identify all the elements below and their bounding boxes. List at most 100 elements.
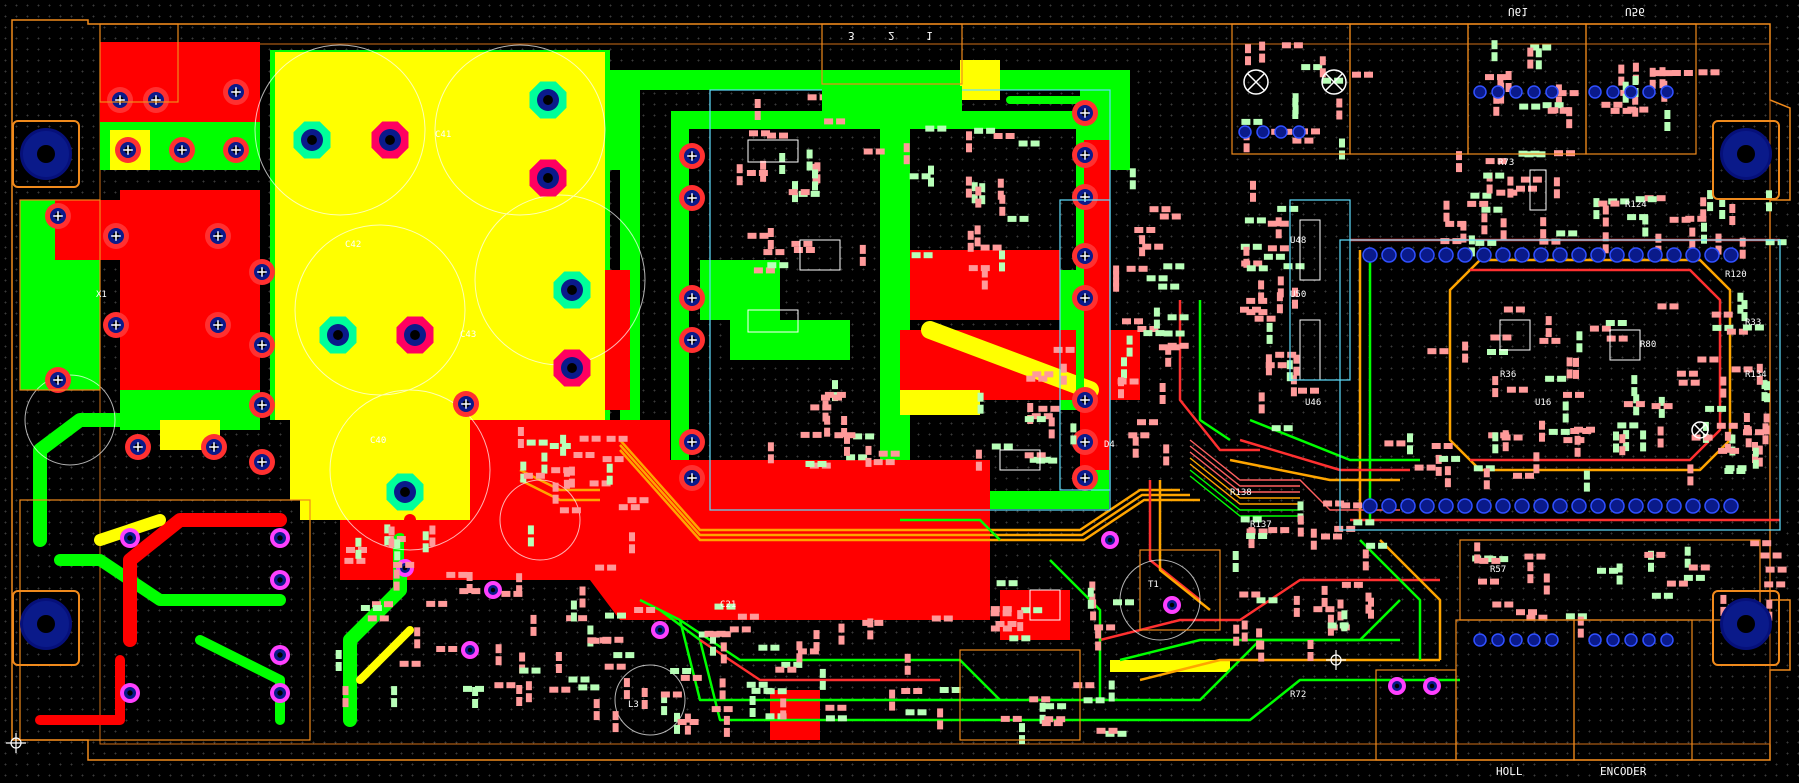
crossed-circle-icon[interactable] <box>1691 421 1709 439</box>
connector-pin[interactable] <box>1642 633 1656 647</box>
tht-pad[interactable] <box>103 312 129 338</box>
tht-pad[interactable] <box>461 641 479 659</box>
connector-pin[interactable] <box>1660 633 1674 647</box>
header-pin[interactable] <box>1552 498 1568 514</box>
tht-pad[interactable] <box>651 621 669 639</box>
mounting-hole-icon[interactable] <box>1720 598 1772 650</box>
connector-pin[interactable] <box>1509 633 1523 647</box>
header-pin[interactable] <box>1457 247 1473 263</box>
header-pin[interactable] <box>1666 247 1682 263</box>
tht-pad[interactable] <box>1388 677 1406 695</box>
header-pin[interactable] <box>1495 498 1511 514</box>
tht-pad[interactable] <box>249 332 275 358</box>
tht-pad[interactable] <box>679 465 705 491</box>
crossed-circle-icon[interactable] <box>1321 69 1347 95</box>
tht-pad[interactable] <box>1072 285 1098 311</box>
tht-pad[interactable] <box>120 683 140 703</box>
tht-pad[interactable] <box>529 159 567 197</box>
connector-pin[interactable] <box>1642 85 1656 99</box>
header-pin[interactable] <box>1666 498 1682 514</box>
connector-pin[interactable] <box>1545 85 1559 99</box>
connector-pin[interactable] <box>1292 125 1306 139</box>
tht-pad[interactable] <box>679 285 705 311</box>
header-pin[interactable] <box>1533 247 1549 263</box>
tht-pad[interactable] <box>319 316 357 354</box>
tht-pad[interactable] <box>169 137 195 163</box>
header-pin[interactable] <box>1419 247 1435 263</box>
mounting-hole-icon[interactable] <box>20 128 72 180</box>
tht-pad[interactable] <box>293 121 331 159</box>
tht-pad[interactable] <box>249 392 275 418</box>
connector-pin[interactable] <box>1473 633 1487 647</box>
tht-pad[interactable] <box>1423 677 1441 695</box>
tht-pad[interactable] <box>1072 387 1098 413</box>
test-points[interactable] <box>1243 69 1709 439</box>
tht-pad[interactable] <box>143 87 169 113</box>
header-connector[interactable] <box>822 86 962 118</box>
header-pin[interactable] <box>1400 247 1416 263</box>
tht-pad[interactable] <box>205 312 231 338</box>
header-pin[interactable] <box>1704 247 1720 263</box>
tht-pad[interactable] <box>679 429 705 455</box>
header-pin[interactable] <box>1571 498 1587 514</box>
tht-pad[interactable] <box>125 434 151 460</box>
mounting-hole-icon[interactable] <box>20 598 72 650</box>
tht-pad[interactable] <box>1072 184 1098 210</box>
tht-pad[interactable] <box>453 391 479 417</box>
header-pin[interactable] <box>1419 498 1435 514</box>
connector-pin[interactable] <box>1274 125 1288 139</box>
connector-pin[interactable] <box>1256 125 1270 139</box>
connector-pin[interactable] <box>1588 633 1602 647</box>
tht-pad[interactable] <box>1101 531 1119 549</box>
tht-pad[interactable] <box>1072 100 1098 126</box>
header-pin[interactable] <box>1457 498 1473 514</box>
header-pin[interactable] <box>1438 247 1454 263</box>
tht-pad[interactable] <box>223 79 249 105</box>
header-pin[interactable] <box>1647 498 1663 514</box>
header-pin[interactable] <box>1609 247 1625 263</box>
tht-pad[interactable] <box>679 327 705 353</box>
connector-pin[interactable] <box>1545 633 1559 647</box>
header-pin[interactable] <box>1685 498 1701 514</box>
header-pin[interactable] <box>1723 498 1739 514</box>
header-pin[interactable] <box>1552 247 1568 263</box>
header-pin[interactable] <box>1400 498 1416 514</box>
tht-pad[interactable] <box>120 528 140 548</box>
tht-pad[interactable] <box>115 137 141 163</box>
tht-pad[interactable] <box>249 259 275 285</box>
pin-headers[interactable] <box>1238 85 1739 647</box>
header-pin[interactable] <box>1495 247 1511 263</box>
tht-pad[interactable] <box>396 316 434 354</box>
tht-pad[interactable] <box>270 528 290 548</box>
connector-pin[interactable] <box>1527 633 1541 647</box>
tht-pad[interactable] <box>529 81 567 119</box>
header-pin[interactable] <box>1514 498 1530 514</box>
tht-pad[interactable] <box>386 473 424 511</box>
connector-pin[interactable] <box>1606 633 1620 647</box>
connector-pin[interactable] <box>1491 633 1505 647</box>
header-pin[interactable] <box>1685 247 1701 263</box>
header-pin[interactable] <box>1476 247 1492 263</box>
header-pin[interactable] <box>1381 247 1397 263</box>
connector-pin[interactable] <box>1527 85 1541 99</box>
header-pin[interactable] <box>1723 247 1739 263</box>
connector-pin[interactable] <box>1660 85 1674 99</box>
tht-pad[interactable] <box>553 349 591 387</box>
tht-pad[interactable] <box>553 271 591 309</box>
connector-pin[interactable] <box>1491 85 1505 99</box>
tht-pad[interactable] <box>1072 465 1098 491</box>
header-pin[interactable] <box>1628 498 1644 514</box>
connector-pin[interactable] <box>1473 85 1487 99</box>
tht-pad[interactable] <box>103 223 129 249</box>
mounting-hole-icon[interactable] <box>1720 128 1772 180</box>
connector-pin[interactable] <box>1509 85 1523 99</box>
tht-pad[interactable] <box>205 223 231 249</box>
tht-pad[interactable] <box>371 121 409 159</box>
header-pin[interactable] <box>1362 498 1378 514</box>
tht-pad[interactable] <box>223 137 249 163</box>
header-pin[interactable] <box>1704 498 1720 514</box>
tht-pad[interactable] <box>484 581 502 599</box>
connector-pin[interactable] <box>1238 125 1252 139</box>
header-pin[interactable] <box>1628 247 1644 263</box>
